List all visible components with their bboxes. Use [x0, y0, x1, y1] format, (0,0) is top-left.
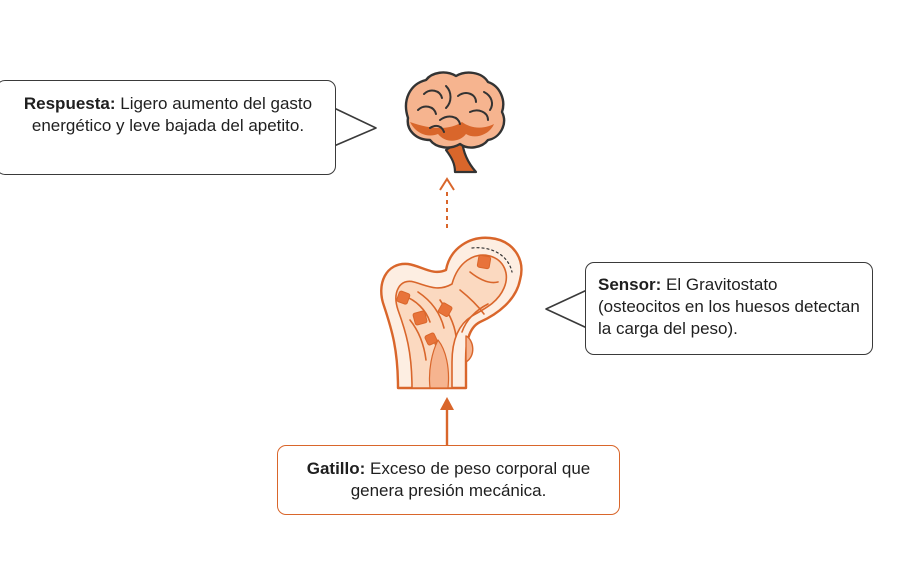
- dashed-arrow: [439, 177, 455, 228]
- brain-icon: [404, 71, 506, 174]
- sensor-callout: Sensor: El Gravitostato (osteocitos en l…: [585, 262, 873, 355]
- sensor-pointer: [545, 289, 588, 329]
- gatillo-text: Exceso de peso corporal que genera presi…: [350, 459, 591, 500]
- sensor-text: El Gravitostato (osteocitos en los hueso…: [598, 275, 860, 338]
- respuesta-label: Respuesta:: [23, 94, 116, 113]
- respuesta-callout: Respuesta: Ligero aumento del gasto ener…: [0, 80, 336, 175]
- gatillo-label: Gatillo:: [306, 459, 366, 478]
- respuesta-text: Ligero aumento del gasto energético y le…: [31, 94, 313, 135]
- femur-bone-icon: [380, 236, 523, 390]
- gatillo-callout: Gatillo: Exceso de peso corporal que gen…: [277, 445, 620, 515]
- sensor-label: Sensor:: [598, 275, 662, 294]
- respuesta-pointer: [333, 107, 377, 147]
- solid-arrow: [440, 397, 454, 445]
